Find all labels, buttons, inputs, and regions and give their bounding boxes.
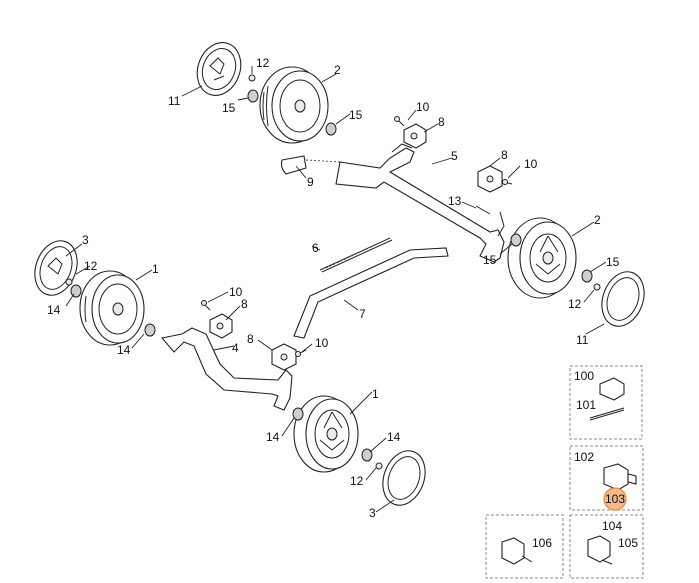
- front-axle-4[interactable]: [160, 327, 293, 411]
- callout-12-top[interactable]: 12: [256, 56, 270, 70]
- callout-3-bottom[interactable]: 3: [369, 506, 376, 520]
- callout-2-right[interactable]: 2: [594, 213, 601, 227]
- bracket-8-right[interactable]: [477, 165, 503, 193]
- hubcap-top-left[interactable]: [190, 36, 248, 101]
- screw-10-top[interactable]: [394, 116, 405, 127]
- highlight-103: [603, 487, 627, 511]
- bushing-15-top-left[interactable]: [247, 89, 259, 103]
- callout-1-bottom[interactable]: 1: [372, 387, 379, 401]
- washer-12-top[interactable]: [248, 74, 256, 82]
- callout-11-right[interactable]: 11: [576, 333, 589, 347]
- callout-15-top[interactable]: 15: [349, 108, 363, 122]
- bracket-8-top[interactable]: [403, 123, 427, 149]
- callout-10-middle[interactable]: 10: [315, 336, 329, 350]
- bushing-15-right-inner[interactable]: [510, 233, 522, 247]
- bushing-14-left-inner[interactable]: [144, 323, 156, 337]
- wheel-bottom[interactable]: [293, 395, 359, 473]
- callout-12-left[interactable]: 12: [84, 259, 98, 273]
- callout-4[interactable]: 4: [232, 341, 239, 355]
- callout-10-right[interactable]: 10: [524, 157, 538, 171]
- washer-12-right[interactable]: [593, 283, 601, 291]
- callout-11-top[interactable]: 11: [168, 94, 181, 108]
- callout-101[interactable]: 101: [576, 398, 596, 412]
- callout-10-top[interactable]: 10: [416, 100, 430, 114]
- bushing-15-right-outer[interactable]: [581, 269, 593, 283]
- washer-12-bottom[interactable]: [375, 462, 383, 470]
- callout-12-bottom[interactable]: 12: [350, 474, 364, 488]
- hubcap-right[interactable]: [595, 266, 652, 332]
- callout-14-bottom-outer[interactable]: 14: [387, 430, 401, 444]
- callout-104[interactable]: 104: [602, 519, 622, 533]
- rear-axle-5[interactable]: [335, 143, 505, 263]
- callout-8-right[interactable]: 8: [501, 148, 508, 162]
- screw-10-right[interactable]: [502, 179, 513, 185]
- callout-8-top[interactable]: 8: [438, 115, 445, 129]
- callout-8-middle[interactable]: 8: [247, 332, 254, 346]
- callout-6[interactable]: 6: [312, 241, 319, 255]
- callout-2-top[interactable]: 2: [334, 63, 341, 77]
- bushing-14-left[interactable]: [70, 284, 82, 298]
- screw-10-middle[interactable]: [295, 349, 307, 357]
- callout-12-right[interactable]: 12: [568, 297, 582, 311]
- callout-8-middle-left[interactable]: 8: [241, 297, 248, 311]
- callout-13[interactable]: 13: [448, 194, 462, 208]
- bracket-8-middle[interactable]: [271, 343, 297, 371]
- callout-100[interactable]: 100: [574, 369, 594, 383]
- callout-7[interactable]: 7: [359, 307, 366, 321]
- leader-lines: [65, 66, 607, 513]
- kit-box-104-105[interactable]: [569, 514, 644, 579]
- screw-10-middle-left[interactable]: [201, 300, 211, 311]
- kit-box-102-103[interactable]: [569, 445, 644, 511]
- washer-12-left[interactable]: [65, 278, 73, 286]
- wheel-right[interactable]: [507, 217, 577, 299]
- callout-14-left[interactable]: 14: [47, 303, 61, 317]
- callout-15-right-inner[interactable]: 15: [483, 253, 497, 267]
- callout-102[interactable]: 102: [574, 450, 594, 464]
- callout-10-middle-left[interactable]: 10: [229, 285, 243, 299]
- spring-6[interactable]: [319, 237, 393, 273]
- rod-7[interactable]: [293, 247, 449, 339]
- pin-13[interactable]: [475, 205, 491, 215]
- bushing-14-bottom-outer[interactable]: [361, 448, 373, 462]
- kit-box-100-101[interactable]: [569, 365, 643, 440]
- callout-106[interactable]: 106: [532, 536, 552, 550]
- wheel-left[interactable]: [79, 270, 145, 346]
- callout-14-bottom-inner[interactable]: 14: [266, 430, 280, 444]
- callout-103[interactable]: 103: [605, 492, 625, 506]
- callout-14-left-inner[interactable]: 14: [117, 343, 131, 357]
- hubcap-bottom[interactable]: [376, 445, 433, 511]
- callout-1-left[interactable]: 1: [152, 262, 159, 276]
- callout-15-top-left[interactable]: 15: [222, 101, 236, 115]
- kit-box-106[interactable]: [485, 514, 564, 579]
- callout-labels: 2 12 11 15 15 10 8 5 8 10 9 13 2 15 15 1…: [47, 56, 638, 550]
- callout-5[interactable]: 5: [451, 149, 458, 163]
- callout-105[interactable]: 105: [618, 536, 638, 550]
- bushing-15-top[interactable]: [325, 122, 337, 136]
- callout-15-right-outer[interactable]: 15: [606, 255, 620, 269]
- wheel-top[interactable]: [259, 66, 329, 144]
- callout-3-left[interactable]: 3: [82, 233, 89, 247]
- callout-9[interactable]: 9: [307, 175, 314, 189]
- handle-grip-9[interactable]: [280, 155, 341, 175]
- bushing-14-bottom-inner[interactable]: [292, 407, 304, 421]
